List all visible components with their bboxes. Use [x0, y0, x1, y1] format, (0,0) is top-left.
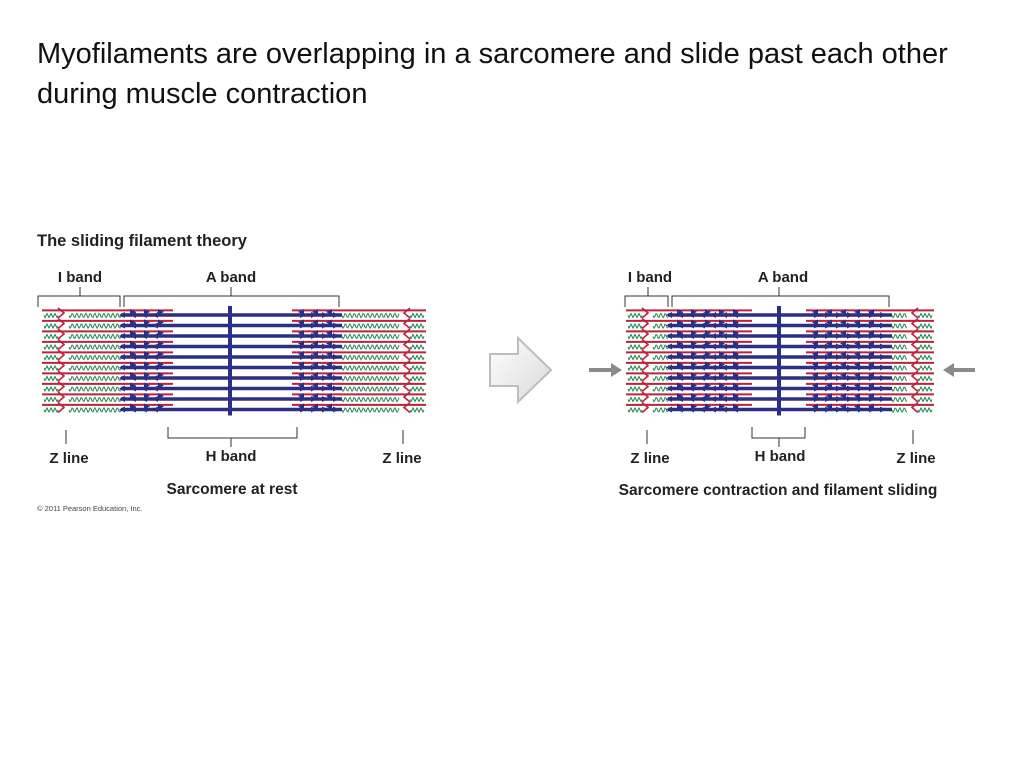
sarcomere-contracted-panel: I band A band Z line H band Z line Sarco… — [589, 269, 975, 499]
sarcomere-rest — [42, 306, 426, 416]
z-disc-left — [57, 307, 66, 414]
z-disc-right — [402, 307, 411, 414]
a-band-label: A band — [206, 269, 256, 286]
z-line-right-label: Z line — [382, 450, 421, 467]
rest-caption: Sarcomere at rest — [167, 481, 298, 498]
sarcomere-contracted — [626, 306, 934, 416]
contracted-caption: Sarcomere contraction and filament slidi… — [619, 482, 938, 499]
i-band-bracket-contracted — [624, 295, 669, 307]
slide-title: Myofilaments are overlapping in a sarcom… — [37, 38, 948, 110]
compression-arrow-right — [943, 363, 975, 377]
compression-arrow-left — [589, 363, 622, 377]
sarcomere-rest-panel: I band A band Z line H band Z line Sarco… — [37, 269, 426, 513]
a-band-bracket-contracted — [671, 295, 890, 307]
a-band-bracket — [123, 295, 340, 307]
i-band-label: I band — [58, 269, 102, 286]
i-band-bracket — [37, 295, 121, 307]
z-line-left-label-contracted: Z line — [630, 450, 669, 467]
h-band-label: H band — [206, 448, 257, 465]
a-band-label-contracted: A band — [758, 269, 808, 286]
figure-title: The sliding filament theory — [37, 232, 247, 250]
z-line-right-label-contracted: Z line — [896, 450, 935, 467]
transition-arrow — [489, 335, 553, 405]
h-band-bracket-contracted — [751, 427, 806, 439]
h-band-bracket — [167, 427, 298, 439]
z-disc-right — [910, 307, 919, 414]
i-band-label-contracted: I band — [628, 269, 672, 286]
h-band-label-contracted: H band — [755, 448, 806, 465]
z-line-left-label: Z line — [49, 450, 88, 467]
z-disc-left — [641, 307, 650, 414]
copyright: © 2011 Pearson Education, Inc. — [37, 504, 142, 513]
